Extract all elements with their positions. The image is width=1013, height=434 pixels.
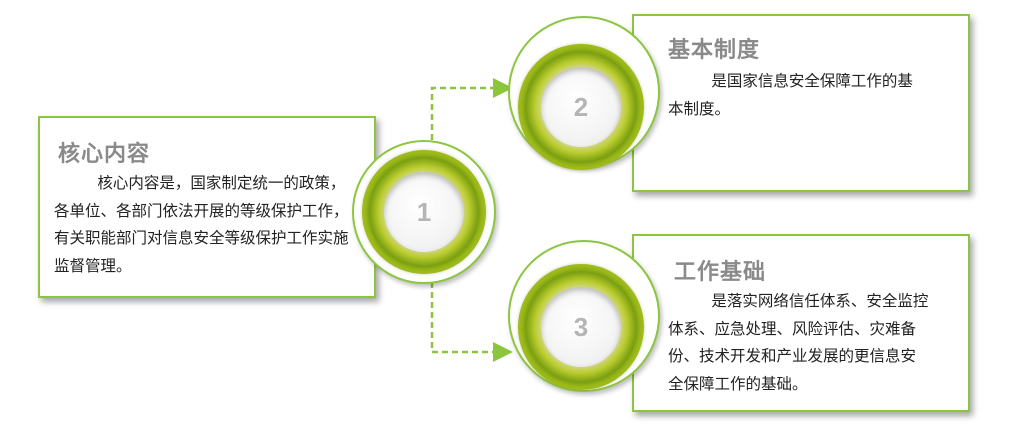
foundation-number: 3: [573, 311, 589, 342]
foundation-ring-center: 3: [541, 287, 621, 367]
foundation-title: 工作基础: [674, 259, 767, 284]
foundation-card: [632, 234, 970, 412]
connector-to-foundation: [430, 262, 513, 362]
connector-to-basic: [430, 78, 513, 150]
basic-ring-center: 2: [541, 67, 621, 147]
core-title: 核心内容: [58, 141, 151, 166]
basic-body: 是国家信息安全保障工作的基本制度。: [668, 73, 913, 118]
core-card: [38, 116, 376, 298]
core-body: 核心内容是，国家制定统一的政策，各单位、各部门依法开展的等级保护工作，有关职能部…: [54, 175, 349, 275]
basic-card: [632, 14, 970, 192]
basic-title: 基本制度: [668, 37, 761, 62]
core-number: 1: [416, 196, 432, 227]
basic-number: 2: [573, 91, 589, 122]
foundation-body: 是落实网络信任体系、安全监控体系、应急处理、风险评估、灾难备份、技术开发和产业发…: [668, 293, 929, 393]
core-ring-center: 1: [384, 172, 464, 252]
